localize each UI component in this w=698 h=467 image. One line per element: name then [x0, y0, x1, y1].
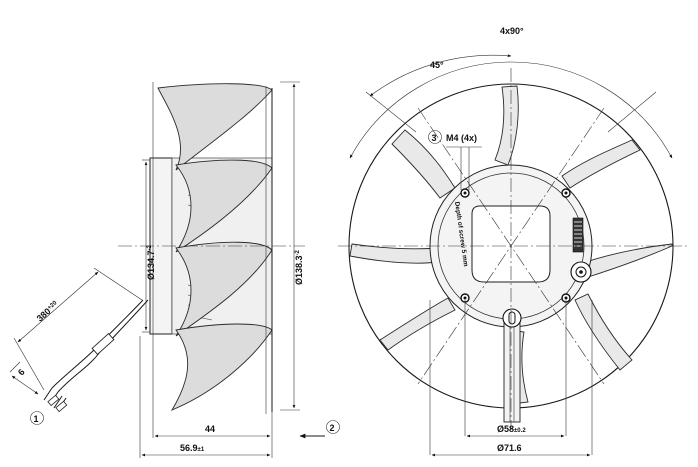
side-view: Ø134.7-2 Ø138.3-2 44 56.9±1 2 [9, 81, 340, 458]
front-view: Depth of screw 5 mm 4x90° 45° 3 M4 (4x) … [338, 26, 690, 457]
cable-exit [502, 308, 522, 423]
dim-depth-56: 56.9±1 [180, 443, 205, 453]
callout-1 [30, 411, 44, 425]
dim-thread-m4: M4 (4x) [446, 133, 477, 143]
dim-depth-44: 44 [205, 424, 215, 434]
dim-angle-4x90: 4x90° [500, 26, 524, 36]
dim-angle-45: 45° [430, 60, 444, 70]
side-blade [175, 241, 273, 337]
side-blade [157, 83, 273, 171]
mounting-holes [460, 188, 571, 303]
dim-dia-58: Ø58±0.2 [497, 424, 526, 434]
cable [43, 299, 149, 413]
label-sticker [572, 217, 584, 253]
svg-text:2: 2 [330, 423, 335, 433]
callout-2 [326, 420, 340, 434]
dim-dia-138: Ø138.3-2 [294, 249, 304, 285]
dim-cable-380: 380+20 [35, 299, 61, 324]
dim-strip-6: 6 [16, 367, 27, 377]
dim-dia-134: Ø134.7-2 [146, 244, 156, 280]
side-blade [170, 323, 273, 411]
dim-dia-71: Ø71.6 [497, 443, 522, 453]
svg-text:3: 3 [432, 133, 437, 143]
side-blade [175, 159, 273, 253]
callout-3 [428, 130, 442, 144]
svg-text:1: 1 [34, 414, 39, 424]
